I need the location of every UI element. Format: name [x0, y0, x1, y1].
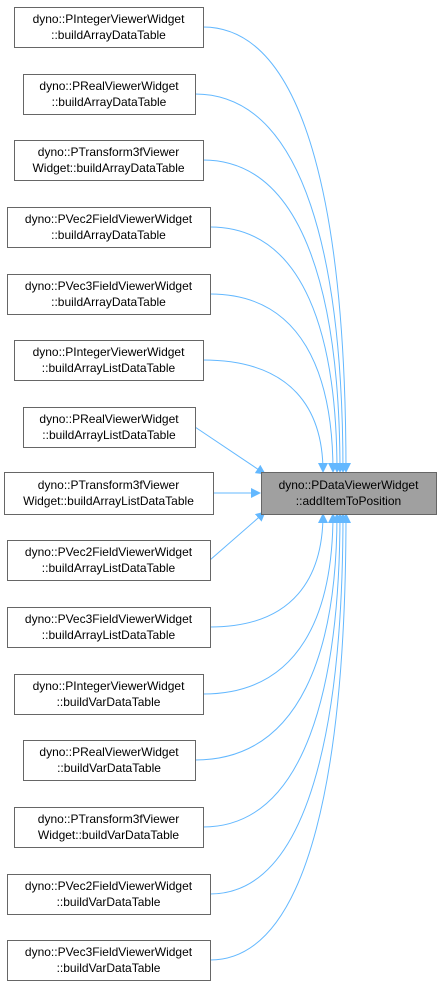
caller-node-8[interactable]: dyno::PTransform3fViewerWidget::buildArr…: [4, 472, 214, 515]
call-edge-5: [209, 293, 338, 473]
caller-node-13-label-line-2: Widget::buildVarDataTable: [38, 828, 180, 842]
caller-node-13[interactable]: dyno::PTransform3fViewerWidget::buildVar…: [14, 807, 204, 848]
caller-node-8-box: [4, 472, 214, 515]
caller-node-10-box: [7, 607, 211, 648]
caller-node-10-label-line-2: ::buildArrayListDataTable: [42, 628, 176, 642]
caller-node-5-label-line-2: ::buildArrayDataTable: [51, 295, 166, 309]
caller-node-2[interactable]: dyno::PRealViewerWidget::buildArrayDataT…: [23, 74, 196, 115]
call-edge-11: [202, 513, 338, 695]
caller-node-1-label-line-1: dyno::PIntegerViewerWidget: [33, 12, 186, 26]
caller-node-5[interactable]: dyno::PVec3FieldViewerWidget::buildArray…: [7, 274, 211, 315]
call-edge-9: [209, 511, 266, 561]
caller-node-7-box: [23, 407, 196, 448]
caller-node-14-label-line-2: ::buildVarDataTable: [57, 895, 161, 909]
caller-node-15-box: [7, 940, 211, 981]
caller-node-1[interactable]: dyno::PIntegerViewerWidget::buildArrayDa…: [14, 7, 204, 48]
call-edge-4: [209, 226, 342, 473]
caller-node-11-box: [14, 674, 204, 715]
caller-node-11[interactable]: dyno::PIntegerViewerWidget::buildVarData…: [14, 674, 204, 715]
call-edge-6: [202, 359, 328, 473]
target-node[interactable]: dyno::PDataViewerWidget::addItemToPositi…: [261, 472, 437, 515]
caller-node-2-label-line-2: ::buildArrayDataTable: [52, 95, 167, 109]
caller-node-7-label-line-1: dyno::PRealViewerWidget: [39, 412, 179, 426]
caller-node-12-box: [23, 740, 196, 781]
caller-node-3[interactable]: dyno::PTransform3fViewerWidget::buildArr…: [14, 140, 204, 181]
caller-node-7-label-line-2: ::buildArrayListDataTable: [42, 428, 176, 442]
caller-node-5-label-line-1: dyno::PVec3FieldViewerWidget: [25, 279, 193, 293]
caller-node-9-label-line-1: dyno::PVec2FieldViewerWidget: [25, 545, 193, 559]
caller-node-7[interactable]: dyno::PRealViewerWidget::buildArrayListD…: [23, 407, 196, 448]
caller-node-10[interactable]: dyno::PVec3FieldViewerWidget::buildArray…: [7, 607, 211, 648]
caller-node-8-label-line-1: dyno::PTransform3fViewer: [38, 478, 179, 492]
caller-node-2-label-line-1: dyno::PRealViewerWidget: [39, 79, 179, 93]
caller-node-5-box: [7, 274, 211, 315]
caller-node-11-label-line-2: ::buildVarDataTable: [57, 695, 161, 709]
caller-node-14[interactable]: dyno::PVec2FieldViewerWidget::buildVarDa…: [7, 874, 211, 915]
call-edge-13: [202, 513, 345, 828]
target-node-label-line-1: dyno::PDataViewerWidget: [279, 478, 420, 492]
call-edge-2: [194, 93, 348, 473]
caller-node-10-label-line-1: dyno::PVec3FieldViewerWidget: [25, 612, 193, 626]
caller-node-13-box: [14, 807, 204, 848]
caller-node-12-label-line-1: dyno::PRealViewerWidget: [39, 745, 179, 759]
caller-node-9-box: [7, 540, 211, 581]
caller-node-2-box: [23, 74, 196, 115]
caller-node-14-label-line-1: dyno::PVec2FieldViewerWidget: [25, 879, 193, 893]
caller-node-4[interactable]: dyno::PVec2FieldViewerWidget::buildArray…: [7, 207, 211, 248]
caller-node-9[interactable]: dyno::PVec2FieldViewerWidget::buildArray…: [7, 540, 211, 581]
caller-node-6-label-line-1: dyno::PIntegerViewerWidget: [33, 345, 186, 359]
caller-node-14-box: [7, 874, 211, 915]
call-edge-7: [194, 426, 266, 475]
call-edge-12: [194, 513, 342, 761]
call-edge-15: [209, 513, 351, 961]
caller-node-15[interactable]: dyno::PVec3FieldViewerWidget::buildVarDa…: [7, 940, 211, 981]
caller-node-1-box: [14, 7, 204, 48]
caller-node-1-label-line-2: ::buildArrayDataTable: [51, 28, 166, 42]
caller-node-8-label-line-2: Widget::buildArrayListDataTable: [23, 494, 194, 508]
target-node-label-line-2: ::addItemToPosition: [296, 494, 401, 508]
caller-node-15-label-line-1: dyno::PVec3FieldViewerWidget: [25, 945, 193, 959]
caller-node-13-label-line-1: dyno::PTransform3fViewer: [38, 812, 179, 826]
caller-node-6-label-line-2: ::buildArrayListDataTable: [42, 361, 176, 375]
caller-node-15-label-line-2: ::buildVarDataTable: [57, 961, 161, 975]
caller-node-6[interactable]: dyno::PIntegerViewerWidget::buildArrayLi…: [14, 340, 204, 381]
caller-node-4-box: [7, 207, 211, 248]
call-edge-3: [202, 159, 345, 473]
caller-node-3-label-line-1: dyno::PTransform3fViewer: [38, 145, 179, 159]
call-edge-10: [209, 513, 328, 628]
caller-node-3-label-line-2: Widget::buildArrayDataTable: [32, 161, 184, 175]
call-edge-14: [209, 513, 348, 895]
caller-node-12[interactable]: dyno::PRealViewerWidget::buildVarDataTab…: [23, 740, 196, 781]
caller-node-11-label-line-1: dyno::PIntegerViewerWidget: [33, 679, 186, 693]
caller-node-6-box: [14, 340, 204, 381]
caller-node-4-label-line-1: dyno::PVec2FieldViewerWidget: [25, 212, 193, 226]
target-node-box: [261, 472, 437, 515]
caller-node-12-label-line-2: ::buildVarDataTable: [57, 761, 161, 775]
caller-node-3-box: [14, 140, 204, 181]
call-edge-1: [202, 26, 351, 473]
caller-node-9-label-line-2: ::buildArrayListDataTable: [42, 561, 176, 575]
caller-node-4-label-line-2: ::buildArrayDataTable: [51, 228, 166, 242]
